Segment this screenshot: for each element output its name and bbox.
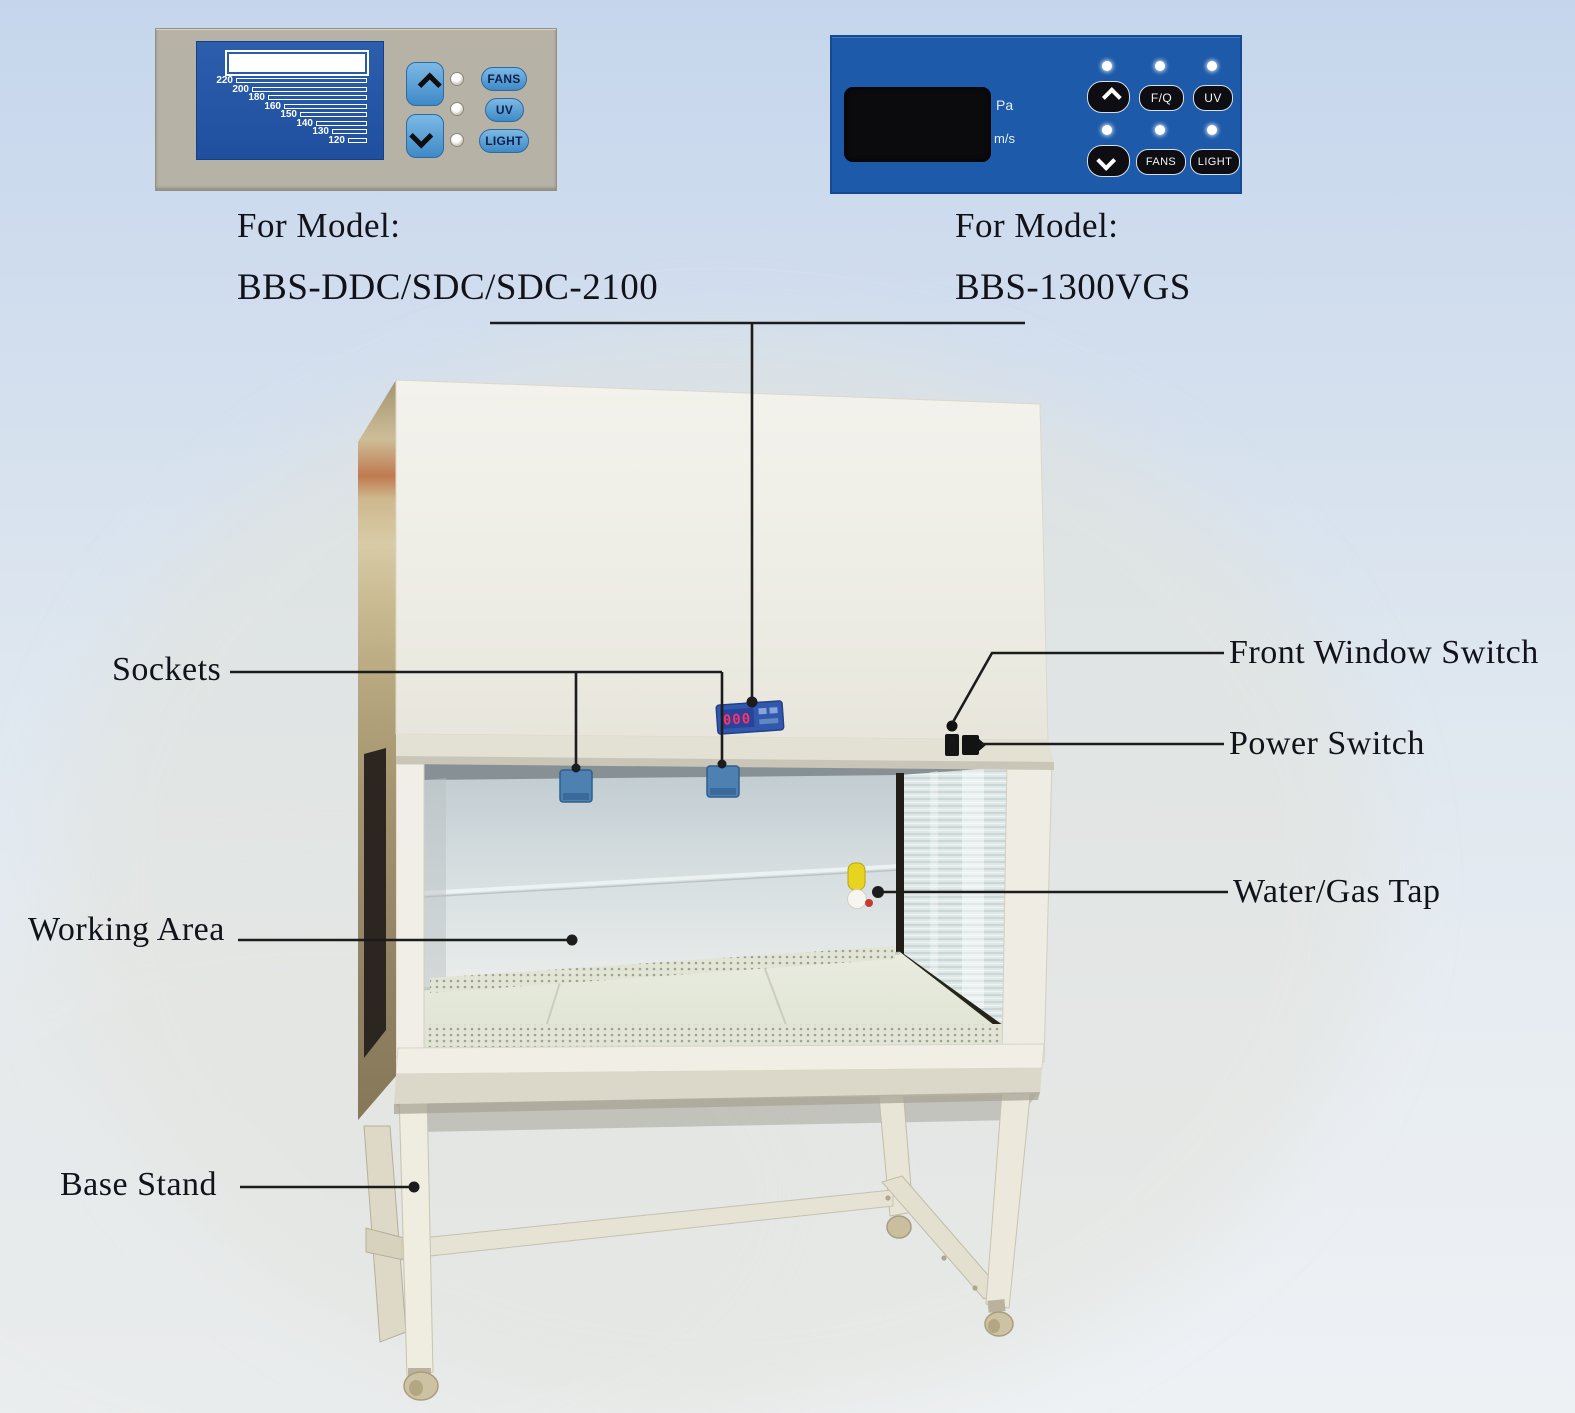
uv-button[interactable]: UV xyxy=(485,98,524,122)
display-readout-window xyxy=(225,50,369,76)
sockets-callout-line xyxy=(230,670,724,768)
model-number-left: BBS-DDC/SDC/SDC-2100 xyxy=(237,267,659,308)
chevron-down-icon xyxy=(1095,151,1116,171)
model-callout-line xyxy=(490,321,1025,700)
light-indicator-light xyxy=(450,133,464,147)
scale-bar xyxy=(252,87,367,92)
scale-tick-label: 120 xyxy=(328,135,345,146)
pa-unit-label: Pa xyxy=(996,97,1014,113)
down-indicator-light xyxy=(1102,125,1112,135)
scale-tick-label: 200 xyxy=(232,84,249,95)
cabinet-display: 000 xyxy=(715,700,785,735)
cross-rail-long xyxy=(401,1189,894,1260)
light-button[interactable]: LIGHT xyxy=(1190,149,1240,175)
scale-tick-label: 140 xyxy=(296,118,313,129)
down-arrow-button[interactable] xyxy=(406,114,444,158)
socket-right[interactable] xyxy=(706,765,740,798)
chevron-up-icon xyxy=(1101,87,1122,107)
light-indicator-light xyxy=(1207,125,1217,135)
velocity-scale-display: 220 200 180 160 150 140 130 120 xyxy=(196,41,384,160)
fq-indicator-light xyxy=(1155,61,1165,71)
scale-bar xyxy=(348,138,367,143)
caster-rear-right xyxy=(886,1215,912,1239)
water-gas-tap-label: Water/Gas Tap xyxy=(1233,873,1441,910)
scale-tick-label: 150 xyxy=(280,109,297,120)
model-number-right: BBS-1300VGS xyxy=(955,267,1191,308)
working-area xyxy=(394,761,1053,1114)
front-window-switch[interactable] xyxy=(945,720,959,757)
front-window-callout-line xyxy=(951,651,1224,723)
work-surface xyxy=(424,952,1003,1047)
up-indicator-light xyxy=(1102,61,1112,71)
callout-lines xyxy=(230,321,1228,1189)
uv-indicator-light xyxy=(1207,61,1217,71)
front-window-switch-label: Front Window Switch xyxy=(1229,634,1539,671)
ms-unit-label: m/s xyxy=(994,131,1015,146)
light-button[interactable]: LIGHT xyxy=(479,129,529,153)
scale-bar xyxy=(268,95,367,100)
svg-text:000: 000 xyxy=(722,711,751,729)
scale-tick-label: 220 xyxy=(216,75,233,86)
uv-button[interactable]: UV xyxy=(1193,85,1233,111)
fans-indicator-light xyxy=(1155,125,1165,135)
control-panel-ddc: 220 200 180 160 150 140 130 120 FANS UV … xyxy=(155,28,557,191)
working-area-label: Working Area xyxy=(28,911,225,948)
scale-bar xyxy=(284,104,367,109)
control-panel-vgs: Pa m/s F/Q UV FANS LIGHT xyxy=(830,35,1242,194)
fans-button[interactable]: FANS xyxy=(1136,149,1186,175)
base-stand-label: Base Stand xyxy=(60,1166,218,1203)
for-model-label-left: For Model: xyxy=(237,206,401,245)
scale-bar xyxy=(300,112,367,117)
side-window-slit xyxy=(364,748,386,1058)
socket-left[interactable] xyxy=(559,769,593,803)
fq-button[interactable]: F/Q xyxy=(1139,85,1184,111)
chevron-down-icon xyxy=(408,123,433,149)
pressure-display xyxy=(844,87,991,162)
scale-tick-label: 160 xyxy=(264,101,281,112)
scale-tick-label: 130 xyxy=(312,126,329,137)
chevron-up-icon xyxy=(417,71,442,97)
down-arrow-button[interactable] xyxy=(1087,145,1130,177)
scale-tick-label: 180 xyxy=(248,92,265,103)
left-front-column xyxy=(395,763,425,1059)
for-model-label-right: For Model: xyxy=(955,206,1119,245)
uv-indicator-light xyxy=(450,102,464,116)
right-front-column xyxy=(1001,761,1053,1063)
up-arrow-button[interactable] xyxy=(1087,81,1130,113)
fans-indicator-light xyxy=(450,72,464,86)
scale-bar xyxy=(316,121,367,126)
sockets-label: Sockets xyxy=(112,651,222,688)
scale-bar xyxy=(332,129,367,134)
scale-bar xyxy=(236,78,367,83)
power-switch-label: Power Switch xyxy=(1229,725,1425,762)
fans-button[interactable]: FANS xyxy=(481,67,527,91)
up-arrow-button[interactable] xyxy=(406,62,444,106)
water-gas-tap[interactable] xyxy=(847,862,874,909)
side-glass-window xyxy=(900,767,1007,1030)
hood: 000 xyxy=(358,379,1054,1120)
callout-dots xyxy=(408,696,884,1193)
